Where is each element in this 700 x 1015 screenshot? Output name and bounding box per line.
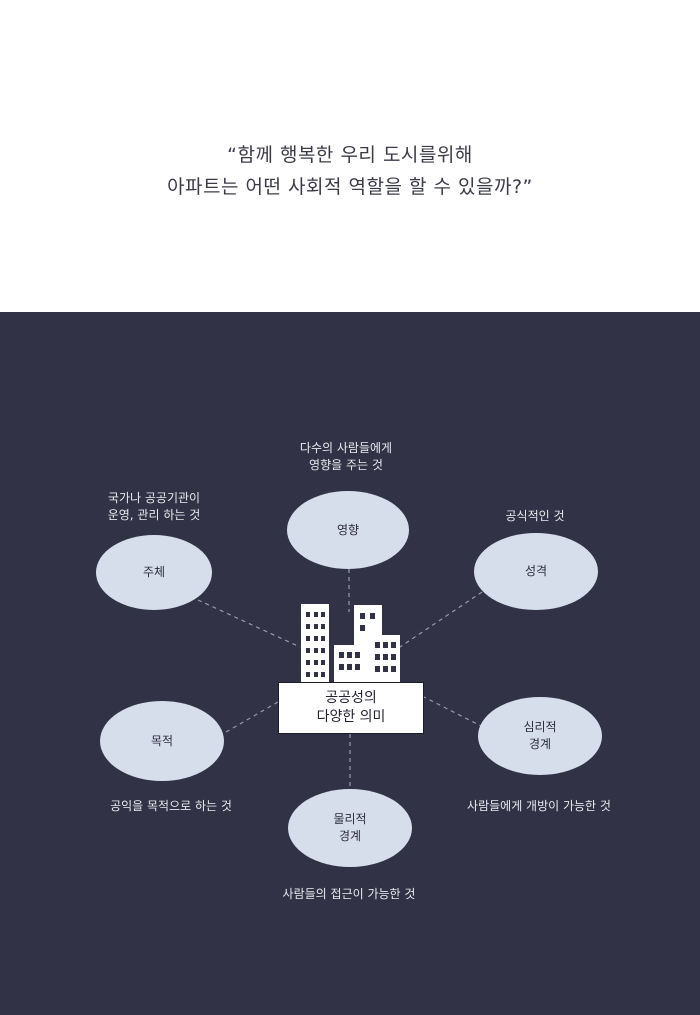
buildings-icon [301,604,400,682]
diagram-panel: 다수의 사람들에게 영향을 주는 것 국가나 공공기관이 운영, 관리 하는 것… [0,312,700,1015]
connector-subject [197,599,301,648]
node-subject: 주체 [96,535,212,610]
node-purpose: 목적 [100,701,224,781]
caption-nature: 공식적인 것 [505,509,565,523]
connector-purpose [225,701,279,733]
caption-influence: 다수의 사람들에게 영향을 주는 것 [299,441,393,472]
caption-psychological: 사람들에게 개방이 가능한 것 [467,799,611,813]
connector-psychological [423,696,484,728]
connector-lines [197,569,484,789]
quote-line-1: “함께 행복한 우리 도시를위해 [227,144,473,166]
node-psychological: 심리적 경계 [478,697,602,775]
center-label-box: 공공성의 다양한 의미 [278,682,424,734]
node-influence: 영향 [287,491,409,569]
caption-purpose: 공익을 목적으로 하는 것 [110,799,232,813]
connector-nature [399,591,483,648]
quote-line-2: 아파트는 어떤 사회적 역할을 할 수 있을까?” [167,176,533,198]
node-nature: 성격 [474,533,598,610]
header-section: “함께 행복한 우리 도시를위해 아파트는 어떤 사회적 역할을 할 수 있을까… [0,0,700,312]
caption-physical: 사람들의 접근이 가능한 것 [282,887,416,901]
node-physical: 물리적 경계 [288,789,412,867]
caption-subject: 국가나 공공기관이 운영, 관리 하는 것 [107,491,201,522]
